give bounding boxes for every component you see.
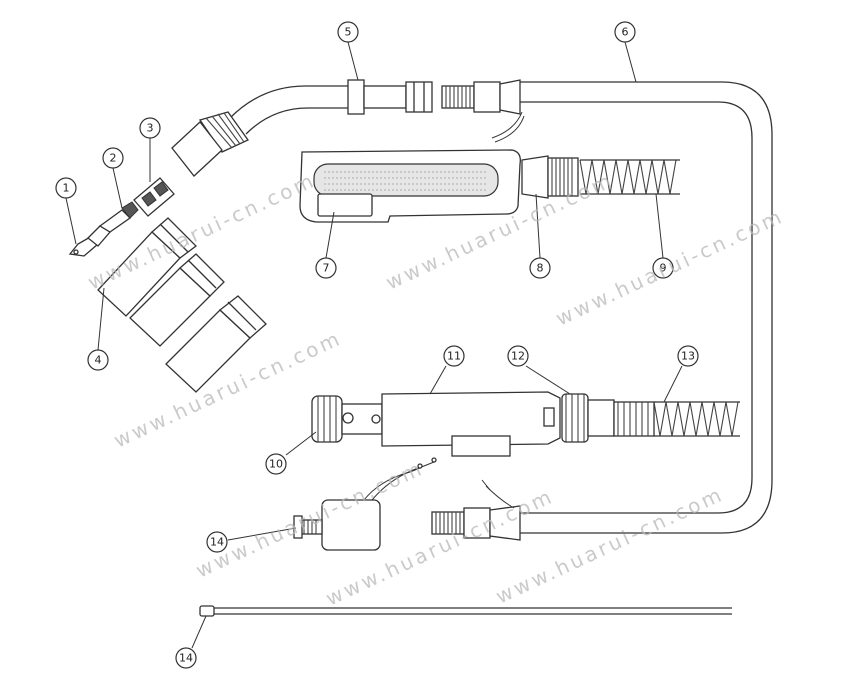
spring-part-13 (613, 401, 740, 437)
callout-4: 4 (87, 349, 109, 371)
cable-assembly (491, 81, 773, 534)
svg-text:13: 13 (681, 350, 695, 363)
svg-text:3: 3 (147, 122, 154, 135)
svg-text:10: 10 (269, 458, 283, 471)
grip-texture (313, 163, 499, 197)
trigger (317, 193, 373, 217)
callout-11: 11 (443, 345, 465, 367)
svg-text:4: 4 (95, 354, 102, 367)
svg-text:14: 14 (179, 652, 193, 665)
part-5-fitting (347, 79, 433, 115)
callout-3: 3 (139, 117, 161, 139)
callout-10: 10 (265, 453, 287, 475)
liner-part-14 (199, 605, 732, 617)
callout-1: 1 (55, 177, 77, 199)
neck-insulator (171, 121, 223, 177)
callout-7: 7 (315, 257, 337, 279)
callout-9: 9 (652, 257, 674, 279)
callout-8: 8 (529, 257, 551, 279)
tip-holder-part-2 (87, 201, 139, 247)
body-part-11 (381, 391, 561, 457)
diffuser-part-3 (133, 177, 175, 217)
handle-part-7 (299, 149, 521, 223)
callout-2: 2 (102, 147, 124, 169)
switch-part-14 (293, 457, 437, 551)
callout-14-switch: 14 (206, 531, 228, 553)
svg-text:7: 7 (323, 262, 330, 275)
watermarks: www.huarui-cn.com www.huarui-cn.com www.… (84, 168, 787, 611)
threaded-connector-top (441, 79, 521, 115)
callout-12: 12 (507, 345, 529, 367)
callout-5: 5 (337, 21, 359, 43)
svg-text:1: 1 (63, 182, 70, 195)
svg-text:6: 6 (622, 26, 629, 39)
svg-text:11: 11 (447, 350, 461, 363)
svg-text:12: 12 (511, 350, 525, 363)
svg-text:5: 5 (345, 26, 352, 39)
svg-text:2: 2 (110, 152, 117, 165)
gooseneck (171, 85, 350, 177)
svg-text:8: 8 (537, 262, 544, 275)
nozzle-part-4a (97, 217, 197, 317)
nozzle-part-4b (129, 253, 225, 347)
callout-6: 6 (614, 21, 636, 43)
leader-lines (65, 41, 683, 649)
callout-13: 13 (677, 345, 699, 367)
lock-nut-part-12 (561, 393, 615, 443)
threaded-connector-bottom (431, 479, 521, 541)
rear-spring-part-8-9 (521, 155, 680, 199)
svg-text:9: 9 (660, 262, 667, 275)
callout-14-liner: 14 (175, 647, 197, 669)
nozzle-part-4c (165, 295, 267, 393)
svg-text:14: 14 (210, 536, 224, 549)
connector-part-10 (311, 395, 383, 443)
